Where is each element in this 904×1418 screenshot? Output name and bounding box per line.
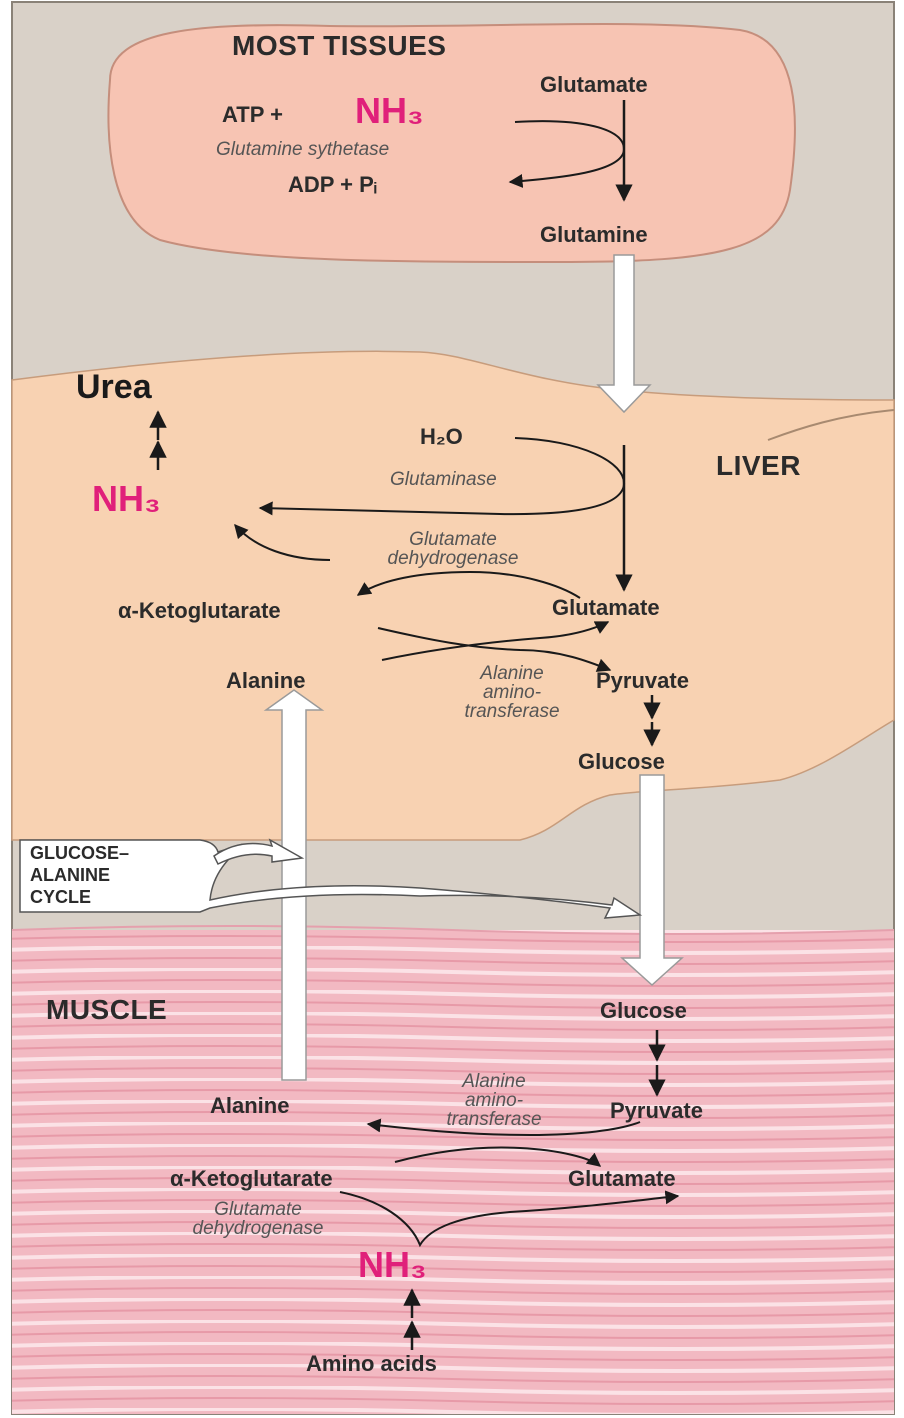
liver-glucose-label: Glucose: [578, 749, 665, 775]
liver-alt-line2: amino-: [412, 683, 612, 702]
liver-gdh-line2: dehydrogenase: [318, 549, 588, 568]
cycle-label: GLUCOSE– ALANINE CYCLE: [30, 842, 129, 908]
liver-gdh-line1: Glutamate: [318, 530, 588, 549]
most-tissues-title: MOST TISSUES: [232, 30, 446, 62]
cycle-line3: CYCLE: [30, 886, 129, 908]
cycle-line1: GLUCOSE–: [30, 842, 129, 864]
liver-pyruvate-label: Pyruvate: [596, 668, 689, 694]
muscle-gdh-label: Glutamate dehydrogenase: [118, 1200, 398, 1238]
muscle-gdh-line2: dehydrogenase: [118, 1219, 398, 1238]
liver-h2o-label: H₂O: [420, 424, 463, 450]
most-tissues-region: [108, 24, 794, 262]
muscle-title: MUSCLE: [46, 994, 167, 1026]
liver-akg-label: α-Ketoglutarate: [118, 598, 281, 624]
muscle-alt-label: Alanine amino- transferase: [394, 1072, 594, 1129]
urea-label: Urea: [76, 368, 152, 407]
mt-atp-label: ATP +: [222, 102, 283, 128]
liver-alanine-label: Alanine: [226, 668, 305, 694]
liver-alt-line3: transferase: [412, 702, 612, 721]
mt-enzyme-label: Glutamine sythetase: [216, 140, 389, 159]
muscle-alanine-label: Alanine: [210, 1093, 289, 1119]
amino-acids-label: Amino acids: [306, 1351, 437, 1377]
mt-glutamine-label: Glutamine: [540, 222, 648, 248]
liver-glutamate-label: Glutamate: [552, 595, 660, 621]
liver-glutaminase-label: Glutaminase: [390, 470, 497, 489]
liver-gdh-label: Glutamate dehydrogenase: [318, 530, 588, 568]
mt-glutamate-label: Glutamate: [540, 72, 648, 98]
mt-adp-pi-label: ADP + Pᵢ: [288, 172, 377, 198]
muscle-alt-line1: Alanine: [394, 1072, 594, 1091]
muscle-pyruvate-label: Pyruvate: [610, 1098, 703, 1124]
muscle-akg-label: α-Ketoglutarate: [170, 1166, 333, 1192]
muscle-nh3-label: NH₃: [358, 1244, 427, 1286]
muscle-alt-line3: transferase: [394, 1110, 594, 1129]
muscle-glucose-label: Glucose: [600, 998, 687, 1024]
muscle-gdh-line1: Glutamate: [118, 1200, 398, 1219]
liver-alt-label: Alanine amino- transferase: [412, 664, 612, 721]
muscle-glutamate-label: Glutamate: [568, 1166, 676, 1192]
liver-title: LIVER: [716, 450, 801, 482]
liver-nh3-label: NH₃: [92, 478, 161, 520]
mt-nh3-label: NH₃: [355, 90, 424, 132]
cycle-line2: ALANINE: [30, 864, 129, 886]
muscle-alt-line2: amino-: [394, 1091, 594, 1110]
liver-alt-line1: Alanine: [412, 664, 612, 683]
